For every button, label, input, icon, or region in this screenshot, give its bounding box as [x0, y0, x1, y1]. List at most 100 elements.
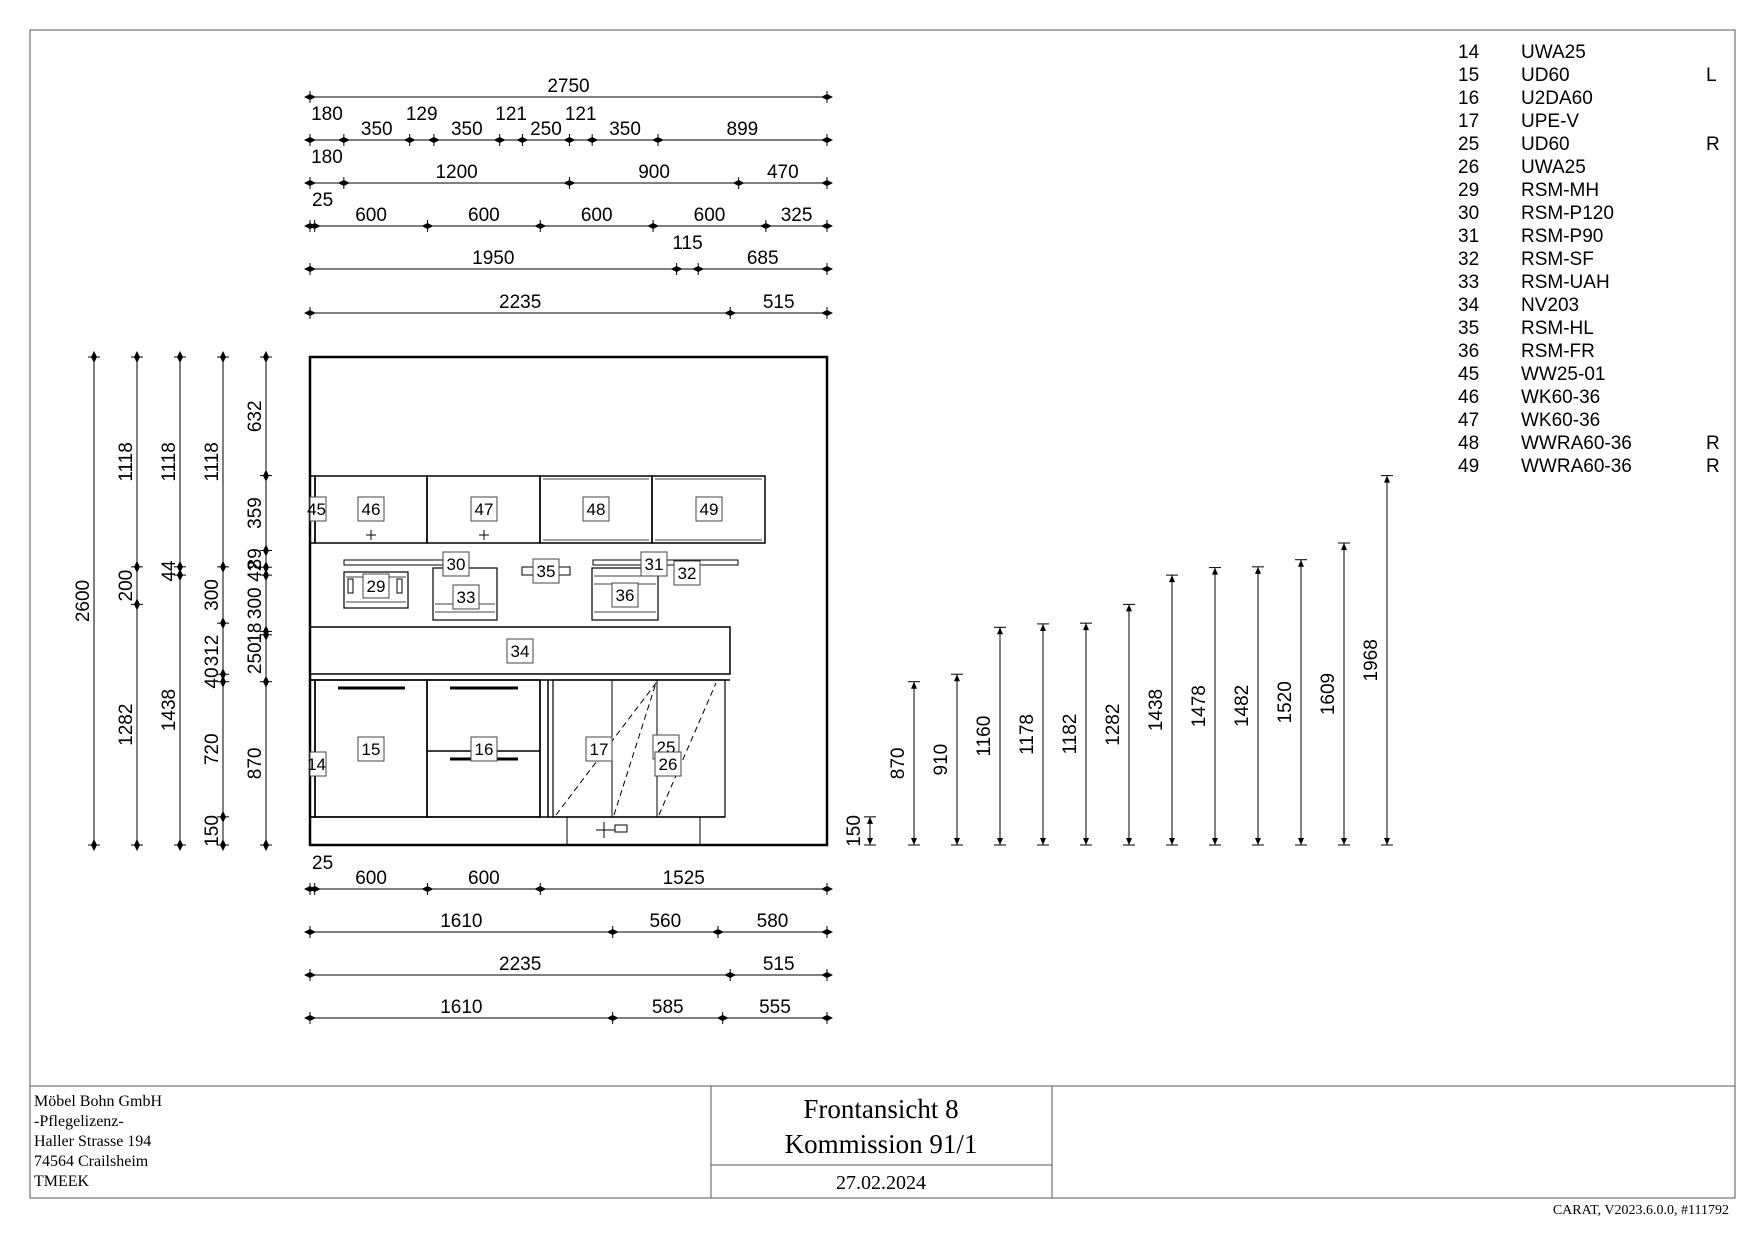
parts-list-code: UWA25 [1521, 157, 1586, 178]
dimension-label: 180 [311, 104, 343, 125]
company-line: 74564 Crailsheim [34, 1153, 149, 1170]
dimension-arrow [821, 94, 833, 100]
dimension-arrow [759, 223, 772, 229]
dimension-arrow [134, 839, 140, 851]
item-tag-box [357, 496, 385, 522]
dimension-label: 560 [649, 911, 681, 932]
item-tag-label: 29 [367, 577, 386, 596]
dimension-arrow [177, 839, 183, 851]
dimension-arrow [177, 560, 183, 573]
dimension-arrow [134, 351, 140, 363]
parts-list-number: 26 [1458, 157, 1479, 178]
parts-list-code: RSM-SF [1521, 249, 1594, 270]
dimension-arrow [220, 810, 226, 823]
parts-list-number: 25 [1458, 134, 1479, 155]
item-tag-box [452, 584, 480, 610]
dimension-label: 129 [406, 104, 438, 125]
dimension-label: 2750 [547, 76, 589, 97]
dimension-label: 121 [565, 104, 597, 125]
parts-list-number: 36 [1458, 341, 1479, 362]
dimension-arrow [606, 1015, 619, 1021]
item-tag-box [309, 496, 327, 522]
dimension-label: 89 [245, 548, 266, 569]
item-tag-box [585, 736, 613, 762]
parts-list-code: RSM-UAH [1521, 272, 1610, 293]
parts-list-code: UD60 [1521, 134, 1570, 155]
parts-list-code: RSM-P120 [1521, 203, 1614, 224]
parts-list-number: 48 [1458, 433, 1479, 454]
item-tag-label: 36 [616, 586, 635, 605]
parts-list-code: RSM-FR [1521, 341, 1595, 362]
parts-list-code: WK60-36 [1521, 387, 1600, 408]
item-tag-label: 16 [475, 740, 494, 759]
dimension-arrow [220, 351, 226, 363]
base-cabinet-17 [552, 679, 726, 818]
dimension-arrow [606, 929, 619, 935]
parts-list-code: RSM-MH [1521, 180, 1599, 201]
commission-title: Kommission 91/1 [785, 1129, 978, 1159]
dimension-label: 300 [245, 587, 266, 619]
dimension-label: 2600 [73, 580, 94, 622]
dimension-label: 1118 [159, 442, 180, 481]
dimension-label: 325 [781, 205, 813, 226]
dimension-arrow [821, 137, 833, 143]
height-dimension-label: 1438 [1146, 689, 1167, 731]
dimension-arrow [304, 972, 316, 978]
dimension-label: 515 [763, 954, 795, 975]
height-dimension-label: 870 [888, 748, 909, 780]
dimension-arrow [177, 569, 183, 582]
dimension-label: 899 [727, 119, 759, 140]
item-tag-box [673, 560, 701, 586]
rail-module-36 [591, 567, 659, 621]
parts-list-number: 45 [1458, 364, 1479, 385]
parts-list-code: WW25-01 [1521, 364, 1605, 385]
dimension-arrow [711, 929, 724, 935]
dimension-arrow [308, 886, 321, 892]
dimension-label: 600 [355, 868, 387, 889]
item-tag-box [654, 751, 682, 777]
dimension-arrow [220, 839, 226, 851]
rail-module-29-jar-a [347, 578, 354, 594]
dimension-arrow [304, 94, 316, 100]
dimension-arrow [563, 137, 576, 143]
dimension-arrow [692, 266, 705, 272]
item-tag-box [695, 496, 723, 522]
dimension-arrow [263, 544, 269, 557]
parts-list-number: 34 [1458, 295, 1480, 316]
dimension-label: 600 [355, 205, 387, 226]
dimension-label: 350 [451, 119, 483, 140]
dimension-arrow [304, 1015, 316, 1021]
dimension-label: 1438 [159, 689, 180, 731]
item-tag-label: 14 [307, 755, 326, 774]
dimension-label: 1950 [472, 248, 514, 269]
drawing-title: Frontansicht 8 [803, 1094, 958, 1124]
dimension-label: 585 [652, 997, 684, 1018]
parts-list-number: 49 [1458, 456, 1479, 477]
parts-list-number: 29 [1458, 180, 1479, 201]
dimension-arrow [821, 972, 833, 978]
dimension-arrow [263, 469, 269, 482]
dimension-label: 632 [245, 400, 266, 432]
parts-list-side: R [1706, 456, 1720, 477]
dimension-label: 350 [361, 119, 393, 140]
dimension-arrow [304, 137, 316, 143]
dimension-label: 470 [767, 162, 799, 183]
rail-module-29 [343, 571, 409, 609]
dimension-arrow [867, 816, 873, 845]
dimension-label: 600 [581, 205, 613, 226]
left-dimension-chains: 2600128220011181438441118150720403123001… [73, 351, 272, 851]
dimension-label: 1610 [440, 911, 482, 932]
title-block [30, 1085, 1735, 1198]
dimension-label: 1200 [435, 162, 477, 183]
item-tag-box [506, 638, 534, 664]
parts-list-number: 32 [1458, 249, 1479, 270]
parts-list-number: 16 [1458, 88, 1479, 109]
dimension-arrow [263, 839, 269, 851]
item-tag-box [357, 736, 385, 762]
height-dimension-label: 1182 [1060, 714, 1081, 755]
height-dimension-label: 1178 [1017, 714, 1038, 755]
item-tag-box [640, 551, 668, 577]
